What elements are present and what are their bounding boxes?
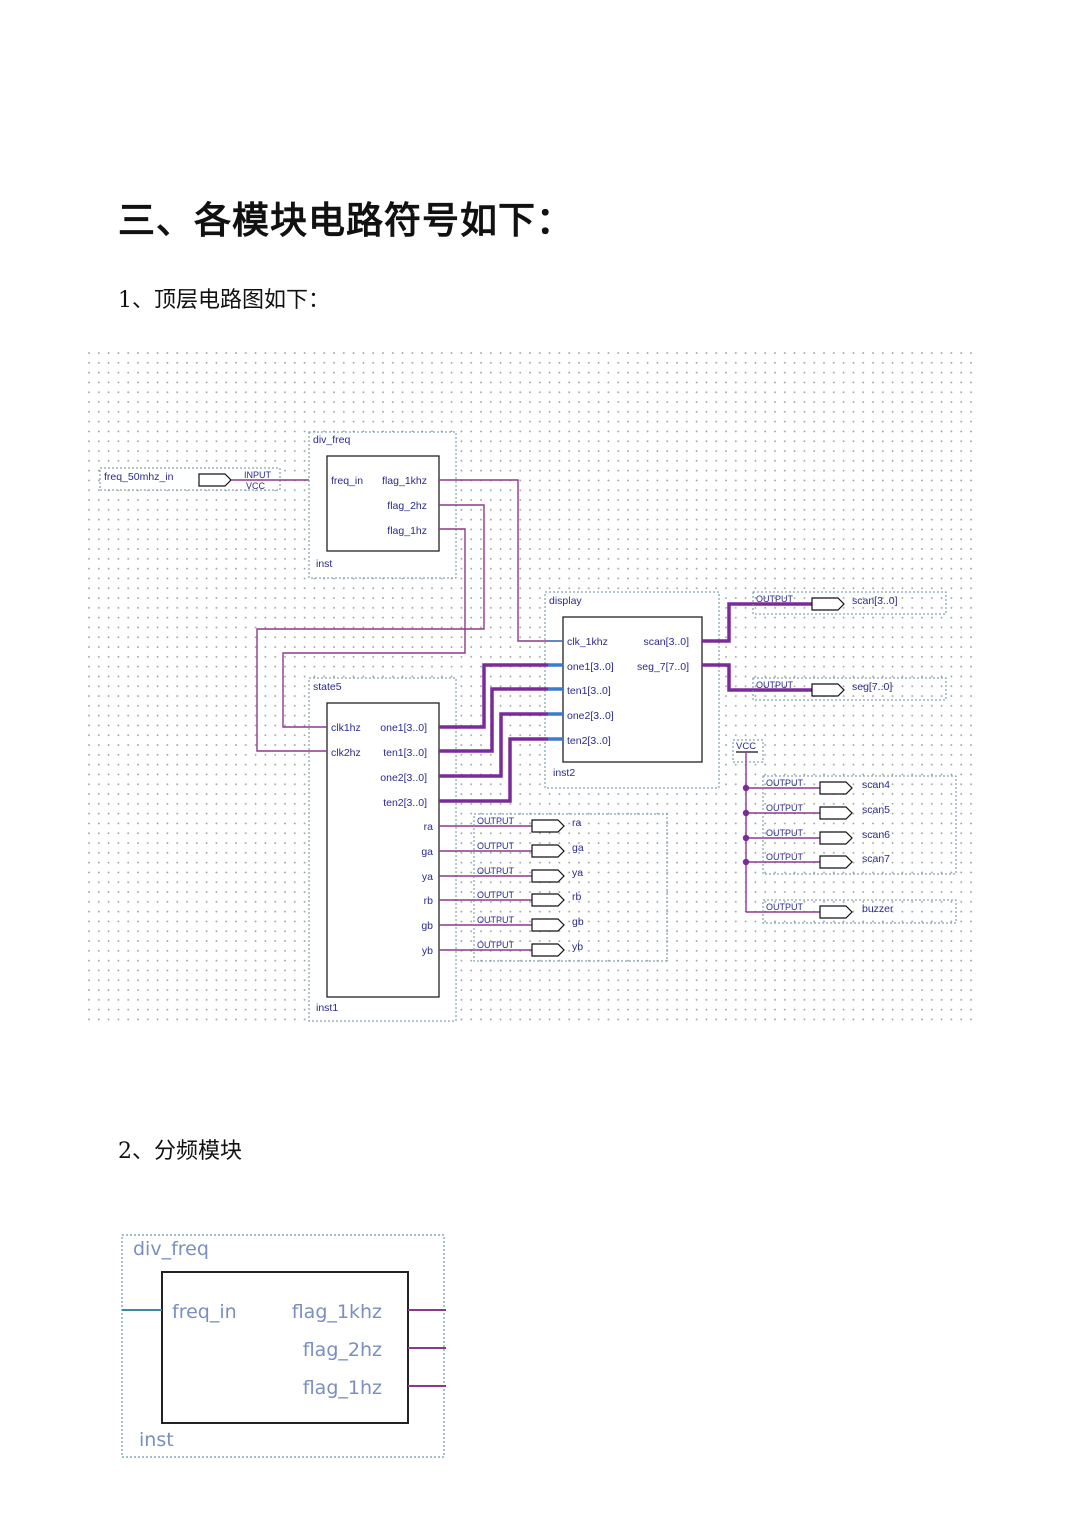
display-block: display clk_1khz one1[3..0] ten1[3..0] o…	[544, 591, 720, 789]
output-pin-label: ya	[572, 867, 583, 879]
display-port-ten2: ten2[3..0]	[567, 735, 611, 747]
div-freq-port-flag-1khz: flag_1khz	[382, 475, 427, 487]
state5-title: state5	[313, 681, 342, 693]
div-freq-zoom: div_freq freq_in flag_1khz flag_2hz flag…	[121, 1234, 446, 1458]
output-pin-buzzer: OUTPUT buzzer	[762, 899, 957, 924]
div-freq-title: div_freq	[313, 434, 351, 446]
state5-port-ya: ya	[422, 871, 433, 883]
state5-port-ten2: ten2[3..0]	[383, 797, 427, 809]
state5-port-rb: rb	[424, 895, 433, 907]
zoom-port-flag-2hz: flag_2hz	[303, 1339, 382, 1361]
output-type-label: OUTPUT	[477, 816, 515, 826]
output-pin-ya: OUTPUT ya	[477, 866, 583, 883]
zoom-output-wires	[408, 1309, 446, 1387]
div-freq-port-freq-in: freq_in	[331, 475, 363, 487]
output-type-label: OUTPUT	[756, 594, 794, 604]
output-pin-scan5: OUTPUT scan5	[766, 803, 890, 820]
div-freq-block: div_freq freq_in flag_1khz flag_2hz flag…	[308, 431, 457, 579]
state5-port-ten1: ten1[3..0]	[383, 747, 427, 759]
output-type-label: OUTPUT	[766, 902, 804, 912]
display-port-clk-1khz: clk_1khz	[567, 636, 608, 648]
output-type-label: OUTPUT	[477, 940, 515, 950]
output-type-label: OUTPUT	[766, 828, 804, 838]
output-pin-ra: OUTPUT ra	[477, 816, 581, 833]
output-pin-scan4: OUTPUT scan4	[766, 778, 890, 795]
state5-inst: inst1	[316, 1002, 338, 1014]
display-port-one2: one2[3..0]	[567, 710, 614, 722]
output-pin-label: scan5	[862, 804, 890, 816]
output-pins-vcc: OUTPUT scan4 OUTPUT scan5 OUTPUT scan6 O…	[762, 775, 957, 924]
output-pin-rb: OUTPUT rb	[477, 890, 581, 907]
output-type-label: OUTPUT	[766, 852, 804, 862]
div-freq-port-flag-2hz: flag_2hz	[387, 500, 427, 512]
state5-port-ra: ra	[424, 821, 433, 833]
zoom-block-body	[161, 1271, 409, 1424]
section-title: 三、各模块电路符号如下：	[118, 199, 574, 242]
item-divider-caption: 2、分频模块	[118, 1139, 242, 1164]
display-inst: inst2	[553, 767, 575, 779]
display-port-seg7: seg_7[7..0]	[637, 661, 689, 673]
input-pin: freq_50mhz_in INPUT VCC	[99, 467, 330, 491]
div-freq-port-flag-1hz: flag_1hz	[387, 525, 427, 537]
output-type-label: OUTPUT	[477, 915, 515, 925]
state5-port-gb: gb	[421, 920, 433, 932]
output-pin-ga: OUTPUT ga	[477, 841, 584, 858]
zoom-inst: inst	[139, 1429, 174, 1451]
vcc-label: VCC	[736, 741, 756, 752]
output-pin-label: scan7	[862, 853, 890, 865]
output-pin-yb: OUTPUT yb	[477, 940, 583, 957]
vcc-symbol: VCC	[732, 739, 764, 866]
output-pin-label: scan6	[862, 829, 890, 841]
output-type-label: OUTPUT	[756, 680, 794, 690]
item-top-level-caption: 1、顶层电路图如下：	[118, 288, 330, 313]
input-pin-vcc: VCC	[246, 481, 266, 491]
state5-port-clk2hz: clk2hz	[331, 747, 361, 759]
state5-port-ga: ga	[421, 846, 433, 858]
bus-wires	[439, 602, 812, 803]
output-type-label: OUTPUT	[766, 803, 804, 813]
state5-port-one1: one1[3..0]	[380, 722, 427, 734]
state5-port-yb: yb	[422, 945, 433, 957]
display-title: display	[549, 595, 582, 607]
state5-port-clk1hz: clk1hz	[331, 722, 361, 734]
output-pin-label: gb	[572, 916, 584, 928]
output-pin-label: ga	[572, 842, 584, 854]
state5-block: state5 clk1hz clk2hz one1[3..0] ten1[3..…	[308, 677, 457, 1022]
output-type-label: OUTPUT	[477, 866, 515, 876]
output-type-label: OUTPUT	[766, 778, 804, 788]
output-pin-scan6: OUTPUT scan6	[766, 828, 890, 845]
output-pin-label: scan4	[862, 779, 890, 791]
output-type-label: OUTPUT	[477, 890, 515, 900]
signal-wires	[256, 479, 820, 951]
output-pin-label: ra	[572, 817, 581, 829]
output-pin-scan: scan[3..0]	[852, 595, 898, 607]
zoom-port-flag-1khz: flag_1khz	[292, 1301, 382, 1323]
output-pins-display: OUTPUT scan[3..0] OUTPUT seg[7..0]	[752, 591, 947, 701]
div-freq-inst: inst	[316, 558, 332, 570]
display-port-ten1: ten1[3..0]	[567, 685, 611, 697]
output-pin-label: yb	[572, 941, 583, 953]
top-level-schematic: freq_50mhz_in INPUT VCC div_freq freq_in…	[88, 352, 978, 1024]
state5-port-one2: one2[3..0]	[380, 772, 427, 784]
output-pin-gb: OUTPUT gb	[477, 915, 584, 932]
output-pin-seg: seg[7..0]	[852, 681, 892, 693]
zoom-port-freq-in: freq_in	[172, 1301, 237, 1323]
output-pins-state: OUTPUT ra OUTPUT ga OUTPUT ya OUTPUT rb …	[473, 813, 668, 962]
zoom-title: div_freq	[133, 1238, 209, 1260]
output-pin-scan7: OUTPUT scan7	[766, 852, 890, 869]
input-pin-name: freq_50mhz_in	[104, 471, 174, 483]
input-pin-type: INPUT	[244, 470, 272, 480]
output-pin-label: rb	[572, 891, 581, 903]
zoom-port-flag-1hz: flag_1hz	[303, 1377, 382, 1399]
output-pin-label: buzzer	[862, 903, 894, 915]
display-port-one1: one1[3..0]	[567, 661, 614, 673]
output-type-label: OUTPUT	[477, 841, 515, 851]
display-port-scan: scan[3..0]	[643, 636, 689, 648]
bus-entries	[548, 640, 563, 741]
